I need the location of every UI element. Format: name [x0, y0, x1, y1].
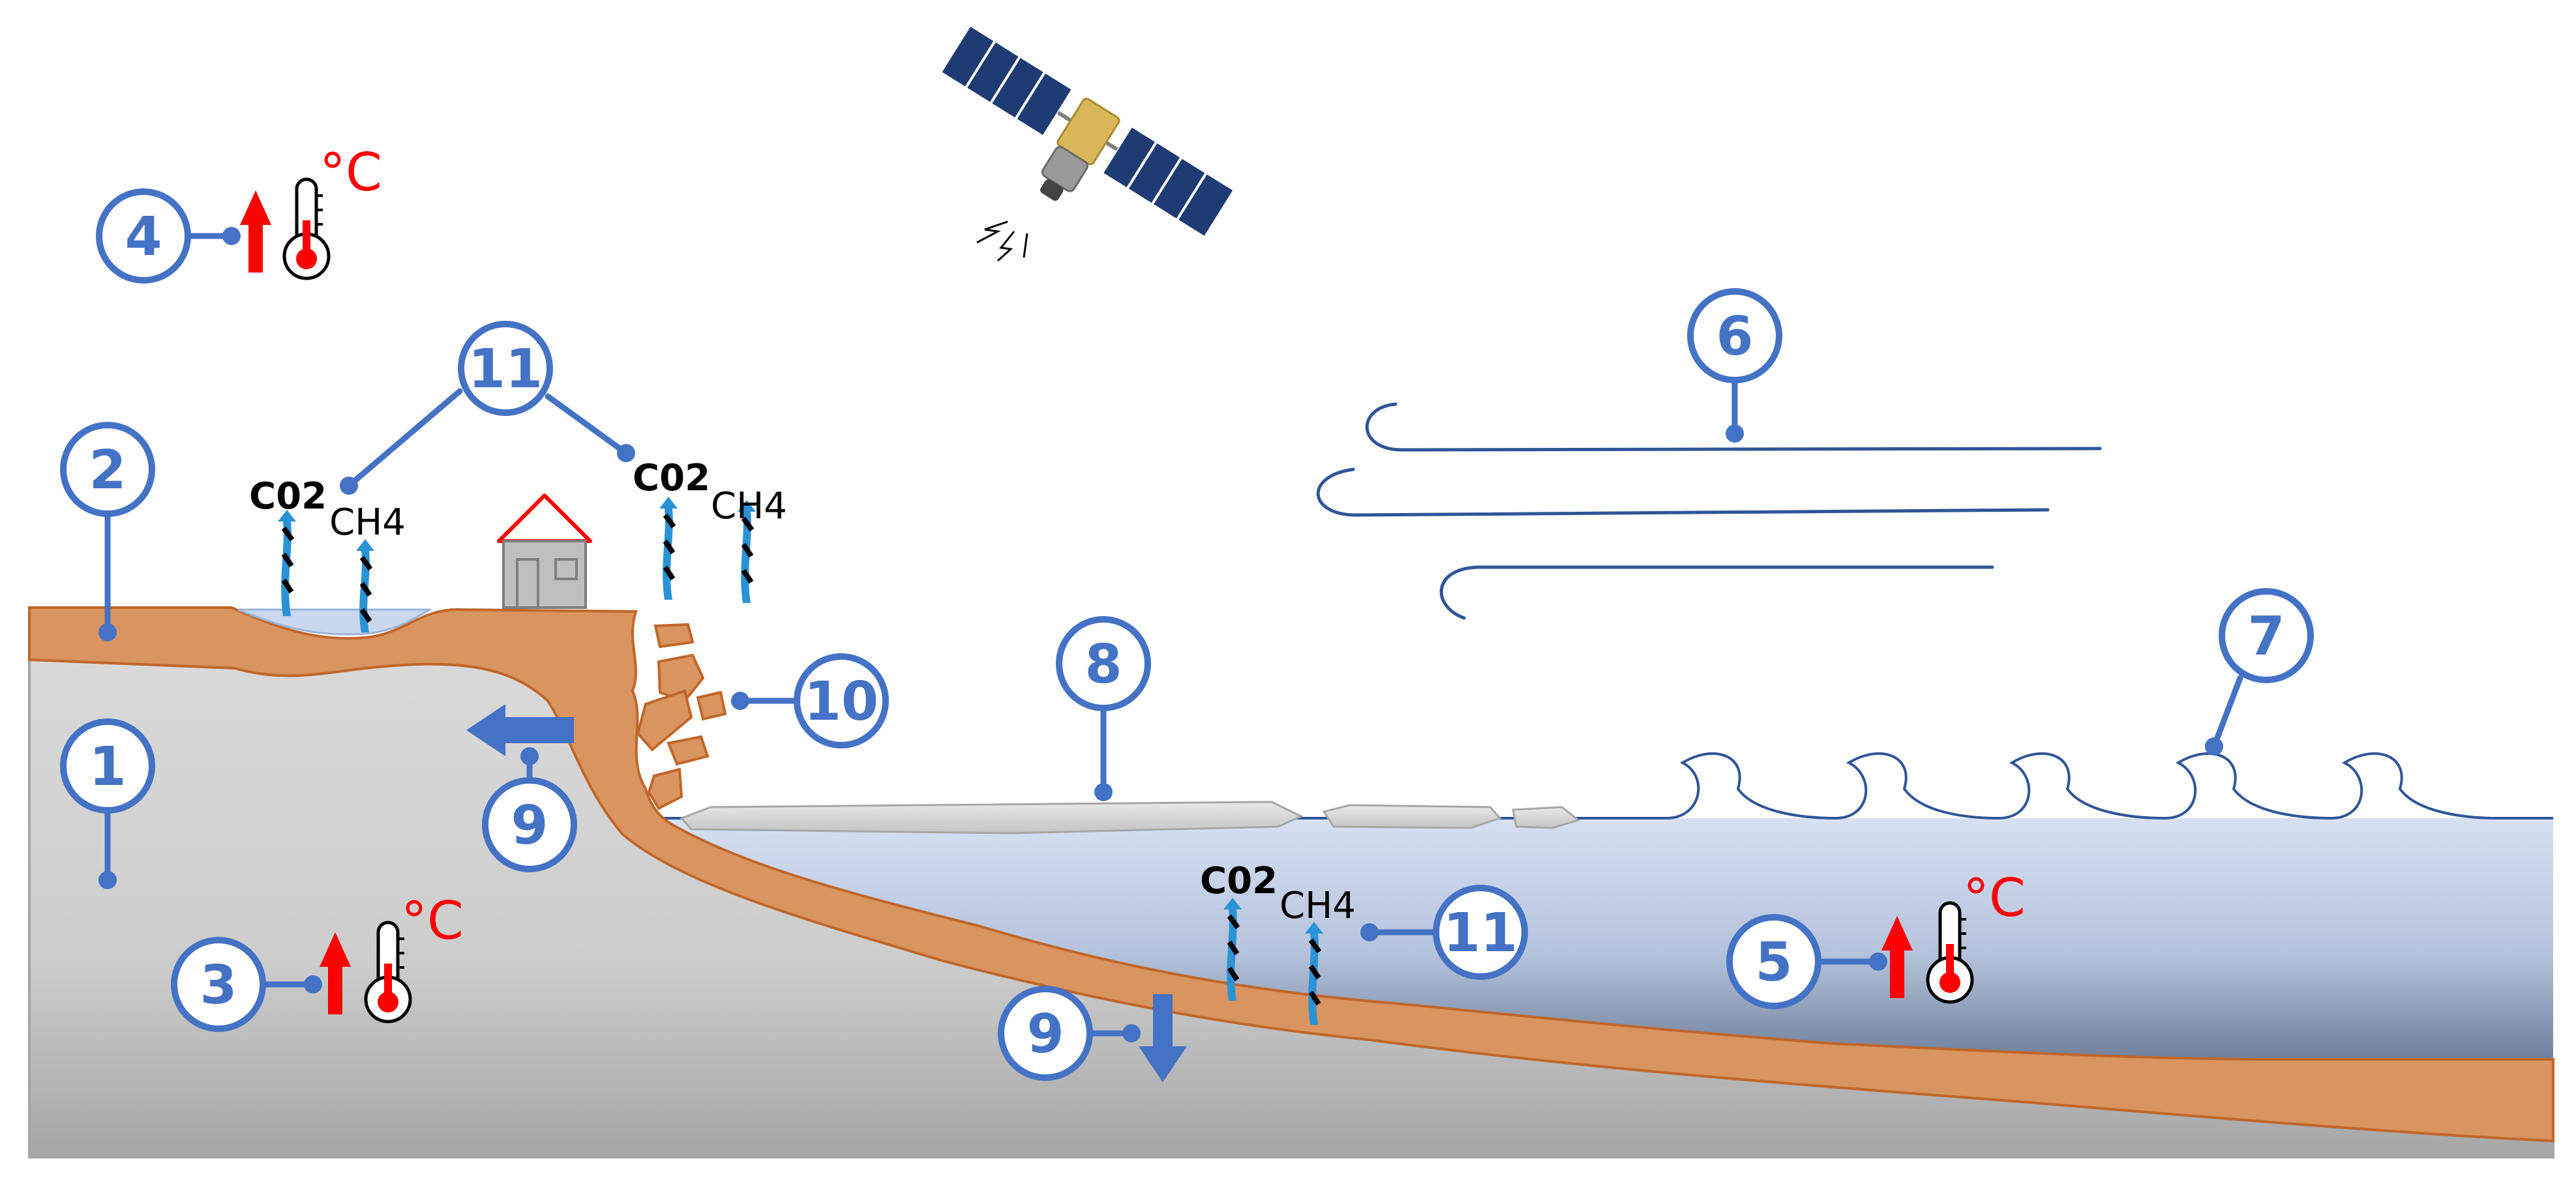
callout-9-sea-number: 9: [1026, 1003, 1064, 1065]
gas-release-arrow-icon: [659, 497, 678, 600]
house-icon: [497, 494, 592, 609]
satellite-icon: [939, 23, 1236, 262]
ch4-label: CH4: [329, 501, 406, 544]
air-warming-symbol: °C: [240, 142, 382, 280]
gas-release-arrows: [278, 497, 1323, 1025]
thermometer-icon: [282, 177, 331, 280]
active-layer-soil: [28, 606, 2554, 1143]
callout-11-land: 11: [458, 321, 553, 416]
thermometer-icon: [364, 921, 412, 1024]
up-arrow-icon: [240, 190, 271, 273]
callout-11-sea-number: 11: [1443, 902, 1518, 964]
callout-11-sea: 11: [1433, 885, 1528, 980]
left-arrow-icon: [466, 704, 574, 756]
callout-7: 7: [2219, 588, 2314, 683]
callout-1-number: 1: [89, 736, 126, 798]
air-temp-unit: °C: [320, 142, 382, 203]
wind-lines: [1316, 402, 2102, 620]
gas-release-arrow-icon: [1223, 898, 1242, 1001]
callout-1: 1: [60, 718, 155, 814]
callout-9-land-number: 9: [511, 795, 548, 857]
ground-temp-unit: °C: [401, 891, 464, 951]
callout-6: 6: [1687, 288, 1782, 383]
callout-3: 3: [171, 937, 266, 1032]
ocean-temp-unit: °C: [1963, 868, 2026, 928]
ch4-label: CH4: [711, 485, 787, 527]
co2-label: C02: [633, 457, 710, 499]
callout-7-number: 7: [2247, 606, 2284, 668]
callout-3-number: 3: [200, 954, 237, 1016]
callout-9-sea: 9: [998, 986, 1093, 1081]
up-arrow-icon: [1881, 916, 1913, 998]
gas-release-arrow-icon: [278, 510, 296, 616]
gas-release-arrow-icon: [356, 539, 374, 632]
erosion-debris: [636, 623, 727, 810]
gas-release-arrow-icon: [738, 500, 756, 603]
callout-5: 5: [1726, 914, 1821, 1009]
callout-8: 8: [1056, 616, 1151, 711]
co2-label: C02: [1200, 860, 1278, 902]
down-arrow-icon: [1139, 994, 1187, 1082]
callout-6-number: 6: [1716, 306, 1753, 368]
callout-2: 2: [60, 422, 155, 517]
callout-10: 10: [794, 653, 889, 748]
thermometer-icon: [1926, 901, 1974, 1004]
up-arrow-icon: [320, 932, 351, 1014]
callout-4: 4: [96, 188, 191, 284]
callout-dots: [98, 227, 2223, 1042]
callout-8-number: 8: [1085, 634, 1122, 696]
ocean-waves: [662, 752, 2553, 820]
co2-label: C02: [249, 475, 327, 518]
ch4-label: CH4: [1280, 885, 1356, 927]
callout-4-number: 4: [125, 206, 162, 268]
ocean-warming-symbol: °C: [1881, 868, 2026, 1004]
callout-11-land-number: 11: [468, 338, 543, 400]
callout-5-number: 5: [1755, 932, 1792, 994]
ground-warming-symbol: °C: [320, 891, 464, 1024]
callout-9-land: 9: [482, 777, 577, 872]
gas-release-arrow-icon: [1305, 922, 1323, 1025]
callout-10-number: 10: [804, 671, 878, 733]
sea-ice: [680, 801, 1581, 834]
callout-2-number: 2: [89, 439, 126, 501]
